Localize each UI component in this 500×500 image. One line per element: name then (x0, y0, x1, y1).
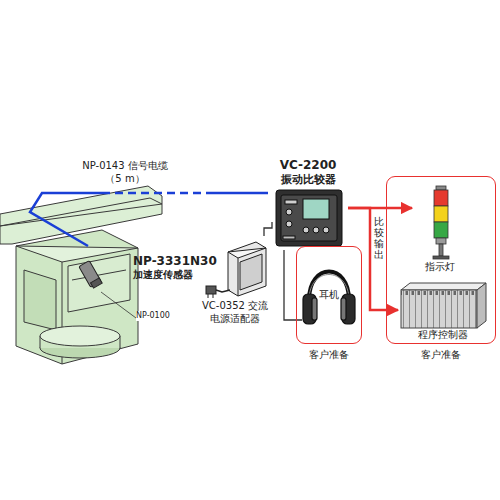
comparator-device-part (286, 209, 292, 215)
accelerometer-sensor-part (91, 278, 103, 288)
comparator-device-part (313, 227, 319, 233)
node-title: VC-0352 交流电源适配器 (199, 300, 271, 325)
customer-group: 客户准备耳机 (296, 246, 362, 362)
node-title: VC-2200 (280, 158, 337, 173)
power-adapter-part (206, 286, 216, 294)
comparator-device-part (323, 227, 329, 233)
signal-tower (433, 186, 449, 259)
machine-illustration-part (16, 230, 138, 364)
plc-node: 程序控制器 (398, 280, 488, 342)
signal-tower-part (433, 256, 449, 259)
machine-illustration-part (40, 326, 120, 346)
machine-illustration-part (0, 198, 162, 226)
plc-rack-part (401, 283, 486, 290)
comparator-device-part (303, 227, 309, 233)
node-title: NP-3331N30 (133, 254, 217, 269)
adapter-node: VC-0352 交流电源适配器 (196, 236, 274, 326)
signal-tower-part (434, 222, 448, 238)
headphones-part (312, 298, 317, 320)
output-arrow (348, 208, 398, 310)
machine-illustration-part (68, 254, 130, 312)
output-label: 比较输出 (374, 216, 384, 260)
node-title: 耳机 (319, 289, 339, 302)
signal-tower-part (439, 244, 443, 256)
customer-group: 客户准备 指示灯程序控制器 (386, 176, 496, 362)
node-subtitle: 振动比较器 (281, 173, 336, 187)
sensor-node: NP-3331N30加速度传感器 (76, 246, 223, 290)
signal-tower-part (436, 238, 446, 244)
power-adapter-part (216, 290, 230, 292)
headphones (303, 272, 355, 325)
comparator-device-part (281, 195, 337, 241)
power-adapter-part (208, 294, 209, 298)
comparator-device-part (285, 200, 297, 204)
cable-label: NP-0143 信号电缆（5 m） (82, 160, 168, 185)
power-adapter-part (213, 294, 214, 298)
leader-line (101, 292, 136, 318)
node-title: 客户准备 (309, 349, 349, 362)
signal-cable (30, 193, 268, 246)
comparator-device-part (276, 190, 342, 246)
comparator-device-part (283, 236, 295, 239)
customer-frame (386, 176, 496, 344)
comparator-device-part (303, 199, 329, 219)
node-title: 指示灯 (425, 261, 455, 274)
plc-rack (401, 283, 486, 328)
signal-tower-part (436, 186, 446, 190)
plc-rack-part (477, 283, 486, 328)
comparator-device-part (286, 221, 292, 227)
node-title: 程序控制器 (418, 329, 468, 342)
part-number: NP-0100 (136, 311, 170, 321)
node-title: 客户准备 (421, 349, 461, 362)
headphone-node: 耳机 (302, 254, 356, 338)
node-subtitle: 加速度传感器 (133, 269, 193, 282)
machine-illustration-part (24, 270, 56, 330)
power-adapter-part (240, 254, 262, 290)
accelerometer-sensor-part (79, 261, 101, 288)
plc-rack-part (401, 290, 477, 328)
power-cable (264, 222, 272, 236)
headphones-part (341, 298, 346, 320)
headphones-part (303, 294, 316, 324)
power-adapter-part (238, 258, 239, 296)
power-adapter (206, 242, 266, 298)
headphones-part (342, 294, 355, 324)
accelerometer-sensor (79, 261, 102, 289)
indicator-node: 指示灯 (412, 182, 468, 274)
comparator-device (276, 190, 342, 246)
power-adapter-part (228, 242, 266, 296)
comparator-node: VC-2200振动比较器 (268, 158, 348, 250)
signal-tower-part (434, 206, 448, 222)
signal-tower-part (434, 190, 448, 206)
headphone-cable (284, 250, 302, 320)
